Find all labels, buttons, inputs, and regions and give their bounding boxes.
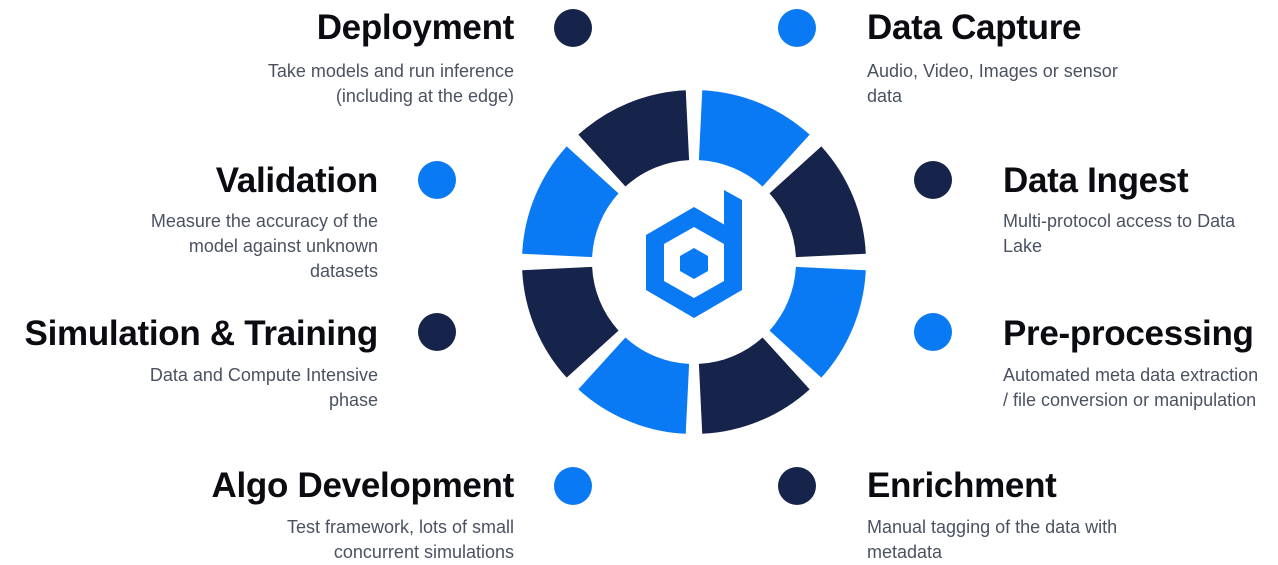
stage-dot-algo (554, 467, 592, 505)
stage-dot-preprocess (914, 313, 952, 351)
stage-desc-validation: Measure the accuracy of the model agains… (150, 211, 378, 281)
wheel-segment (698, 90, 810, 187)
wheel-segments (522, 90, 866, 434)
wheel-segment (769, 146, 866, 258)
stage-desc-ingest: Multi-protocol access to Data Lake (1003, 211, 1236, 256)
stage-dot-ingest (914, 161, 952, 199)
pipeline-wheel (522, 90, 866, 434)
wheel-segment (769, 266, 866, 378)
stage-title-ingest: Data Ingest (1003, 161, 1189, 200)
wheel-segment (578, 90, 690, 187)
stage-title-deployment: Deployment (316, 8, 515, 47)
logo-hexagon-inner (680, 248, 708, 279)
stage-desc-algo: Test framework, lots of small concurrent… (286, 517, 514, 562)
logo-stem (724, 190, 742, 242)
hexagon-d-logo-icon (646, 190, 742, 318)
stage-title-capture: Data Capture (867, 8, 1082, 47)
wheel-segment (698, 337, 810, 434)
stage-dot-capture (778, 9, 816, 47)
stage-desc-preprocess: Automated meta data extraction / file co… (1003, 365, 1259, 410)
stage-desc-simulation: Data and Compute Intensive phase (149, 365, 378, 410)
wheel-segment (522, 266, 619, 378)
stage-desc-capture: Audio, Video, Images or sensor data (867, 61, 1118, 106)
stage-title-simulation: Simulation & Training (24, 314, 379, 353)
wheel-segment (578, 337, 690, 434)
stage-title-enrichment: Enrichment (867, 466, 1057, 505)
stage-title-preprocess: Pre-processing (1003, 314, 1254, 353)
stage-desc-deployment: Take models and run inference (including… (267, 61, 514, 106)
stage-dot-deployment (554, 9, 592, 47)
stage-title-algo: Algo Development (211, 466, 515, 505)
stage-desc-enrichment: Manual tagging of the data with metadata (867, 517, 1118, 562)
stage-title-validation: Validation (215, 161, 379, 200)
logo-hexagon-outer (646, 207, 742, 318)
wheel-segment (522, 146, 619, 258)
stage-dot-enrichment (778, 467, 816, 505)
stage-dot-validation (418, 161, 456, 199)
stage-dot-simulation (418, 313, 456, 351)
